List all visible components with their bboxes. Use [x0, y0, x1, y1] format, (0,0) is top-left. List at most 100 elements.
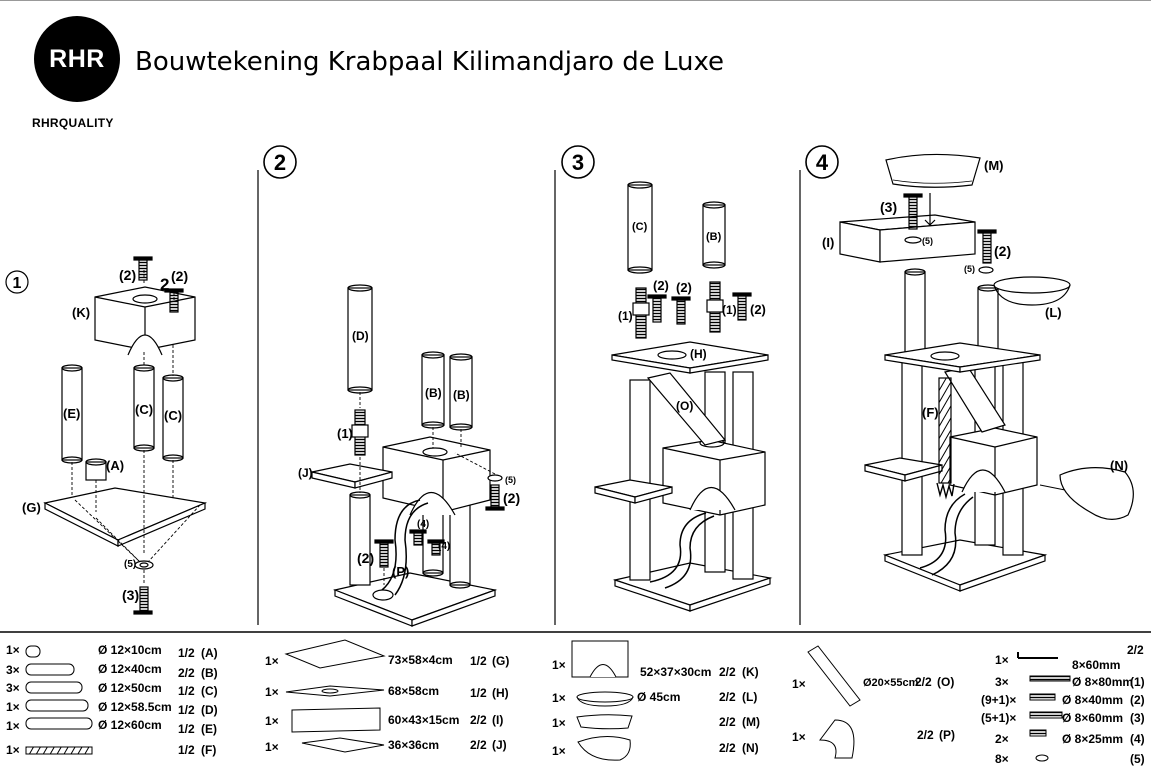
label-step2-s2b: (2) [357, 550, 374, 566]
label-parts-col3-2-qty: 1× [552, 716, 566, 730]
label-parts-col2-3-qty: 1× [265, 740, 279, 754]
parts-list-icons [25, 639, 1071, 762]
label-parts-col1-0-qty: 1× [6, 643, 20, 657]
label-step2-s4a: (4) [417, 519, 429, 530]
step-2-circle [263, 145, 297, 179]
post-d [347, 287, 373, 391]
label-parts-col1-3-qty: 1× [6, 700, 20, 714]
cushion-m [885, 153, 981, 188]
label-parts-col2-2-dim: 60×43×15cm [388, 713, 460, 727]
label-step3-O: (O) [676, 399, 693, 413]
label-parts-col4-1-count: 2/2 [917, 728, 934, 742]
label-parts-col3-2-count: 2/2 [719, 715, 736, 729]
label-parts-col3-1-count: 2/2 [719, 690, 736, 704]
label-step4-s5b: (5) [964, 264, 975, 274]
label-parts-col1-2-qty: 3× [6, 681, 20, 695]
step-2-number: 2 [274, 150, 286, 175]
label-parts-col2-3-dim: 36×36cm [388, 738, 440, 752]
section-dividers [0, 170, 1151, 633]
label-parts-col1-1-code: (B) [201, 666, 218, 680]
label-parts-col5-rows-4-qty: 2× [995, 732, 1009, 746]
label-parts-col1-4-code: (E) [201, 722, 217, 736]
label-parts-col3-0-qty: 1× [552, 658, 566, 672]
label-parts-col4-0-dim: Ø20×55cm [863, 677, 919, 689]
step-4-number: 4 [816, 150, 829, 175]
post-e [61, 367, 83, 461]
step-3-number: 3 [572, 150, 584, 175]
label-parts-col5-rows-0-qty: 1× [995, 653, 1009, 667]
label-step1-s3: (3) [122, 587, 139, 603]
step-4-circle [805, 145, 839, 179]
post-b2 [449, 356, 473, 428]
label-parts-col5-rows-5-code: (5) [1130, 752, 1145, 766]
label-parts-col3-0-count: 2/2 [719, 665, 736, 679]
step-2-drawing: (D) (B) (B) (J) (P) (1) (5) (2) (2) (4) … [298, 284, 520, 627]
label-step3-s1b: (1) [722, 303, 737, 317]
label-parts-col2-0-code: (G) [492, 654, 510, 668]
label-parts-col3-3-qty: 1× [552, 744, 566, 758]
mat-n [1059, 467, 1134, 520]
label-parts-col1-1-dim: Ø 12×40cm [98, 662, 162, 676]
label-parts-col4-0-count: 2/2 [915, 675, 932, 689]
label-parts-col1-0-code: (A) [201, 646, 218, 660]
label-step4-M: (M) [984, 158, 1004, 173]
label-parts-col1-3-count: 1/2 [178, 703, 195, 717]
label-step4-s3: (3) [880, 199, 897, 215]
label-parts-col3-3-code: (N) [742, 741, 759, 755]
post-c1 [133, 367, 155, 449]
brand-name: RHRQUALITY [32, 116, 114, 130]
label-parts-col2-0-dim: 73×58×4cm [388, 653, 453, 667]
step-1-number: 1 [13, 275, 22, 292]
label-parts-col2-3-code: (J) [492, 738, 507, 752]
label-step1-A: (A) [106, 458, 124, 473]
label-parts-col5-rows-3-code: (3) [1130, 711, 1145, 725]
label-parts-col4-1-code: (P) [939, 728, 955, 742]
post-c2 [162, 377, 184, 459]
label-step1-K: (K) [72, 305, 90, 320]
label-parts-col2-3-count: 2/2 [470, 738, 487, 752]
label-parts-col5-rows-1-qty: 3× [995, 675, 1009, 689]
label-step4-s5a: (5) [922, 236, 933, 246]
label-parts-col5-rows-3-dim: Ø 8×60mm [1062, 711, 1124, 725]
label-step2-D: (D) [352, 329, 369, 343]
label-step2-B2: (B) [453, 388, 470, 402]
label-parts-col2-2-code: (I) [492, 713, 504, 727]
label-step1-s2a: (2) [119, 267, 136, 283]
label-parts-col5-rows-4-dim: Ø 8×25mm [1062, 732, 1124, 746]
step-3-drawing: (C) (B) (H) (O) (2) (2) (2) (1) (1) [594, 181, 773, 612]
label-parts-col1-2-code: (C) [201, 684, 218, 698]
label-parts-col4-0-qty: 1× [792, 677, 806, 691]
label-parts-col1-2-dim: Ø 12×50cm [98, 681, 162, 695]
label-parts-col2-0-qty: 1× [265, 654, 279, 668]
label-step2-J: (J) [298, 466, 313, 480]
label-parts-col1-4-dim: Ø 12×60cm [98, 718, 162, 732]
label-parts-col1-5-count: 1/2 [178, 743, 195, 757]
label-parts-col4-0-code: (O) [937, 675, 955, 689]
label-step2-s1: (1) [337, 426, 353, 441]
label-parts-col1-5-qty: 1× [6, 743, 20, 757]
label-step4-L: (L) [1045, 305, 1062, 320]
label-parts-col1-5-code: (F) [201, 743, 217, 757]
label-parts-col3-0-code: (K) [742, 665, 759, 679]
label-step3-H: (H) [690, 347, 707, 361]
label-parts-col5-rows-3-qty: (5+1)× [981, 711, 1017, 725]
step-markers: 1 2 3 4 [5, 145, 839, 294]
label-step1-s2c: (2) [171, 268, 188, 284]
label-step2-P: (P) [392, 564, 409, 579]
label-step2-B1: (B) [425, 386, 442, 400]
label-parts-col5-rows-0-dim: 8×60mm [1072, 658, 1121, 672]
label-parts-col3-1-dim: Ø 45cm [637, 690, 681, 704]
post-c3 [627, 184, 653, 271]
label-step1-s2b: 2 [160, 275, 169, 294]
bowl-l [993, 276, 1071, 294]
label-parts-col5-rows-1-code: (1) [1130, 675, 1145, 689]
label-parts-col1-4-count: 1/2 [178, 722, 195, 736]
label-parts-col5-rows-5-qty: 8× [995, 752, 1009, 766]
label-step3-s1a: (1) [618, 309, 633, 323]
label-parts-col1-3-code: (D) [201, 703, 218, 717]
logo-text: RHR [49, 44, 105, 73]
label-parts-col5-rows-2-dim: Ø 8×40mm [1062, 693, 1124, 707]
label-step1-G: (G) [22, 500, 41, 515]
label-parts-col5-rows-1-dim: Ø 8×80mm [1072, 675, 1134, 689]
